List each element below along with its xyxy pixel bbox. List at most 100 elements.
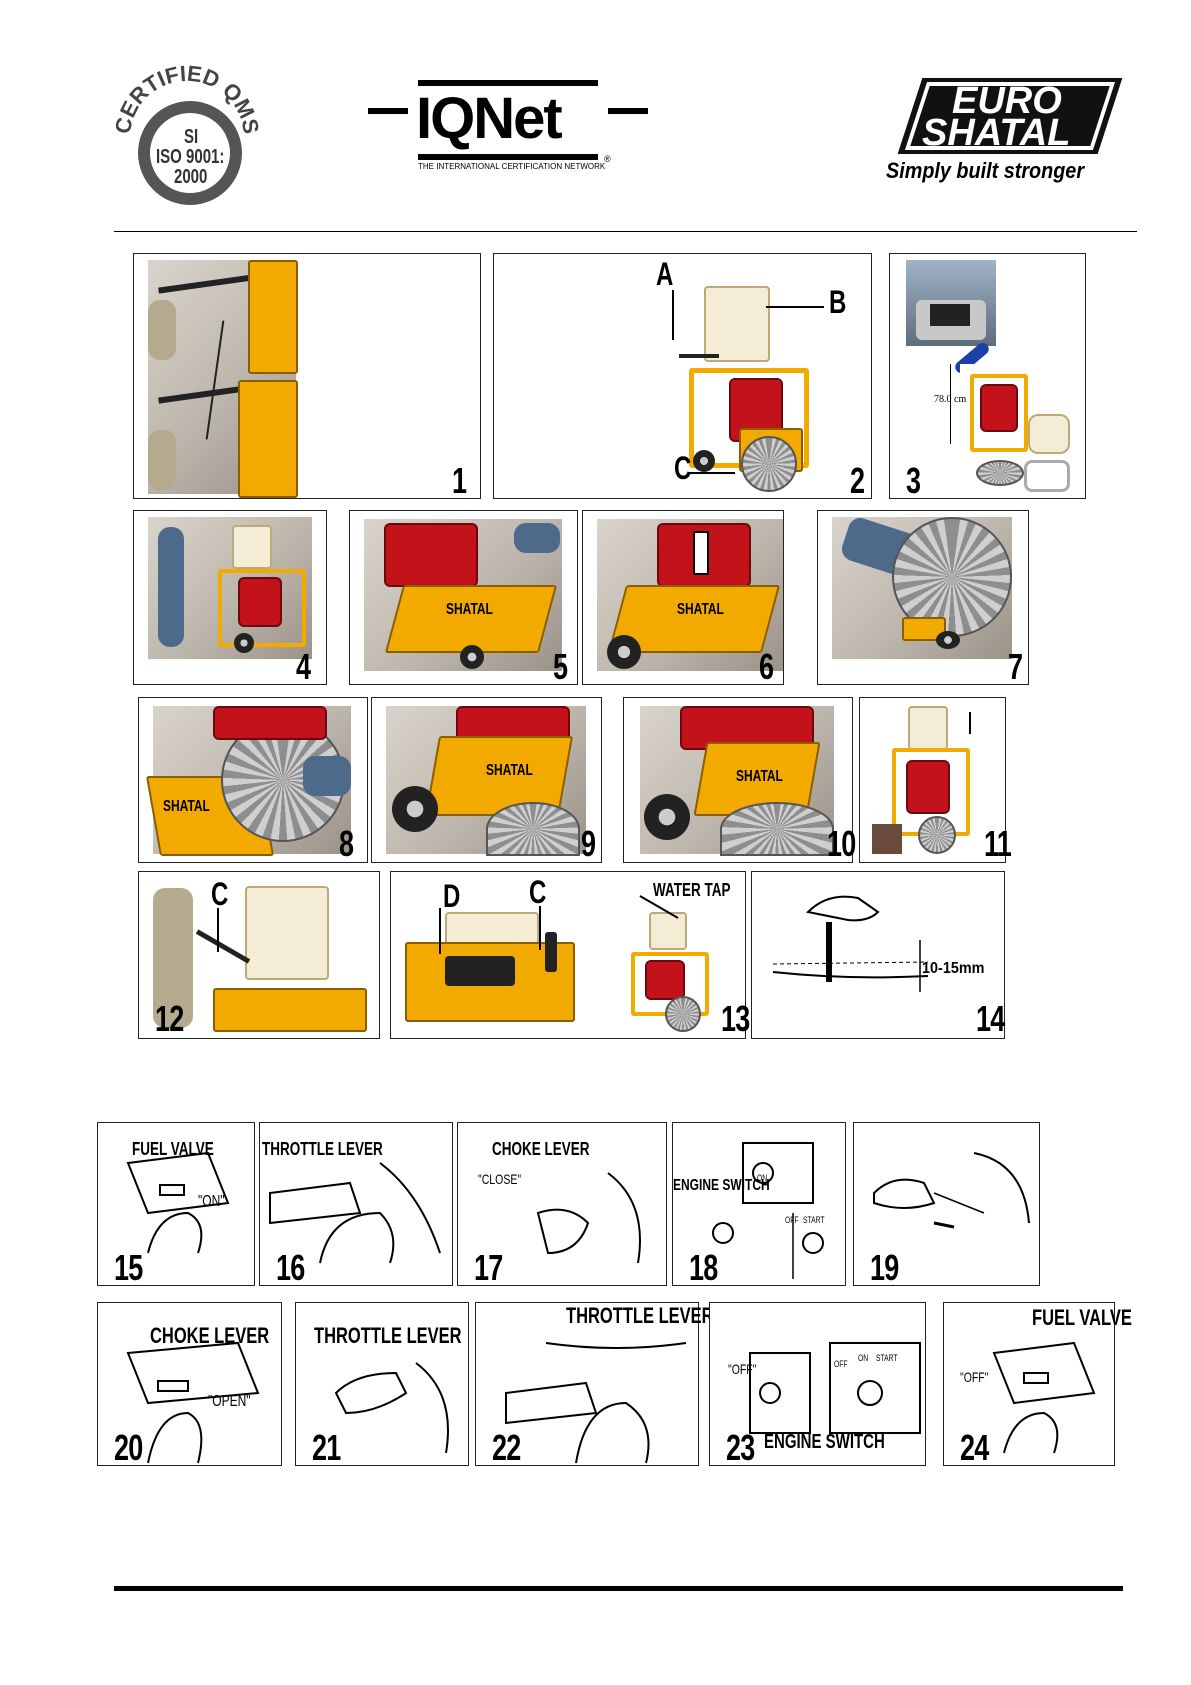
state-label: "ON": [198, 1193, 225, 1210]
guard-text: SHATAL: [446, 601, 493, 618]
depth-label: 10-15mm: [922, 960, 985, 977]
panel-20: CHOKE LEVER "OPEN" 20: [97, 1302, 282, 1468]
photo-close-guard: SHATAL: [386, 706, 586, 856]
engine-switch-off-drawing: [749, 1342, 921, 1434]
photo-guard-latched: SHATAL: [640, 706, 834, 856]
choke-lever-drawing: [536, 1172, 641, 1264]
arrow-d: [439, 908, 441, 954]
step-number-16: 16: [276, 1247, 305, 1288]
water-tap-label: WATER TAP: [653, 880, 731, 900]
photo-car-trunk: [906, 260, 996, 346]
step-number-15: 15: [114, 1247, 143, 1288]
step-number-4: 4: [296, 646, 311, 687]
state-label: "OFF": [728, 1361, 757, 1377]
photo-lift-guard: SHATAL: [597, 519, 783, 671]
arrow-c: [689, 472, 735, 474]
height-label: 78.0 cm: [934, 394, 967, 405]
recoil-starter-drawing: [873, 1152, 1030, 1229]
panel-16: THROTTLE LEVER 16: [259, 1122, 453, 1288]
step-number-13: 13: [721, 998, 750, 1039]
panel-title: ENGINE SWITCH: [673, 1177, 770, 1194]
brand-line1: EURO: [952, 80, 1062, 122]
photo-tighten-nut: SHATAL: [145, 706, 351, 856]
iqnet-tagline: THE INTERNATIONAL CERTIFICATION NETWORK: [418, 162, 606, 171]
step-number-9: 9: [581, 823, 596, 864]
panel-14: 10-15mm 14: [751, 871, 1005, 1039]
step-number-8: 8: [339, 823, 354, 864]
label-c: C: [211, 876, 229, 912]
start-label: START: [803, 1215, 825, 1225]
panel-18: ENGINE SWITCH ON OFF START 18: [672, 1122, 846, 1288]
step-number-5: 5: [553, 646, 568, 687]
panel-17: CHOKE LEVER "CLOSE" 17: [457, 1122, 667, 1288]
header-divider: [114, 231, 1137, 232]
photo-lowering-wheel: [153, 878, 367, 1034]
panel-title: ENGINE SWITCH: [764, 1431, 885, 1453]
cert-line2: ISO 9001:: [156, 146, 225, 168]
fuel-valve-drawing: [126, 1151, 230, 1254]
throttle-slow-drawing: [505, 1342, 687, 1464]
iqnet-logo-text: IQNet: [416, 86, 563, 151]
photo-depth-control: [405, 912, 575, 1030]
panel-title: THROTTLE LEVER: [262, 1139, 383, 1159]
photo-lift-machine: [872, 704, 974, 854]
start-label: START: [876, 1353, 898, 1363]
panel-8: SHATAL 8: [138, 697, 368, 864]
step-number-7: 7: [1008, 646, 1023, 687]
panel-3: 78.0 cm 3: [889, 253, 1086, 501]
panel-1: 1: [133, 253, 481, 501]
step-number-24: 24: [960, 1427, 989, 1468]
guard-text: SHATAL: [163, 798, 210, 815]
step-number-1: 1: [452, 460, 467, 501]
choke-open-drawing: [126, 1341, 260, 1464]
label-b: B: [829, 284, 847, 320]
step-number-21: 21: [312, 1427, 341, 1468]
panel-11: 11: [859, 697, 1012, 864]
guard-text: SHATAL: [736, 768, 783, 785]
panel-21: THROTTLE LEVER 21: [295, 1302, 469, 1468]
state-label: "CLOSE": [478, 1171, 522, 1187]
panel-9: SHATAL 9: [371, 697, 602, 864]
label-a: A: [656, 256, 674, 292]
fuel-valve-off-drawing: [992, 1341, 1096, 1454]
registered-mark: ®: [604, 154, 611, 164]
panel-title: FUEL VALVE: [132, 1139, 214, 1159]
state-label: "OPEN": [208, 1393, 251, 1410]
panel-10: SHATAL 10: [623, 697, 856, 864]
photo-machine-parts: [659, 278, 829, 492]
cert-line1: SI: [184, 126, 199, 148]
up-arrow: [969, 712, 971, 734]
certified-qms-badge: CERTIFIED QMS SI ISO 9001: 2000: [112, 58, 262, 208]
euro-shatal-logo: EURO SHATAL Simply built stronger: [880, 78, 1123, 188]
panel-5: SHATAL 5: [349, 510, 578, 687]
guard-text: SHATAL: [486, 762, 533, 779]
throttle-lever-drawing: [269, 1162, 441, 1264]
step-number-18: 18: [689, 1247, 718, 1288]
step-number-20: 20: [114, 1427, 143, 1468]
off-label: OFF: [834, 1359, 848, 1369]
engine-switch-drawing: [712, 1142, 824, 1279]
cutting-depth-drawing: [772, 895, 929, 992]
panel-title: THROTTLE LEVER: [314, 1323, 462, 1348]
label-c: C: [674, 450, 692, 486]
panel-13: D C WATER TAP 13: [390, 871, 750, 1039]
panel-4: 4: [133, 510, 327, 687]
panel-24: FUEL VALVE "OFF" 24: [943, 1302, 1132, 1468]
cert-line3: 2000: [174, 166, 208, 188]
step-number-23: 23: [726, 1427, 755, 1468]
arrow-c: [217, 908, 219, 952]
panel-2: A B C 2: [493, 253, 872, 501]
step-number-12: 12: [155, 998, 184, 1039]
photo-tilt-machine: [148, 517, 312, 659]
footer-divider: [114, 1586, 1123, 1591]
brand-line2: SHATAL: [922, 112, 1071, 154]
step-number-19: 19: [870, 1247, 899, 1288]
step-number-14: 14: [976, 998, 1005, 1039]
photo-machine-folded: [960, 364, 1070, 494]
height-dimension-line: [950, 364, 951, 444]
label-d: D: [443, 878, 461, 914]
panel-title: CHOKE LEVER: [492, 1139, 590, 1159]
state-label: "OFF": [960, 1369, 989, 1385]
photo-mount-blade: [832, 514, 1012, 659]
panel-7: 7: [817, 510, 1029, 687]
